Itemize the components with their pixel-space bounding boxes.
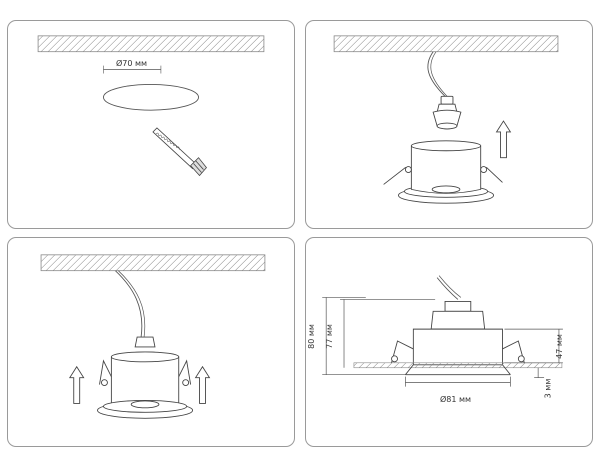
body-height-label: 77 мм: [324, 324, 334, 349]
total-height-label: 80 мм: [306, 324, 316, 349]
up-arrow-left-icon: [68, 365, 85, 404]
dimension-lines: [322, 297, 563, 387]
step-2-connect-panel: [305, 20, 593, 229]
hole-diameter-label: Ø70 мм: [116, 59, 148, 68]
drywall-saw-icon: [152, 127, 207, 177]
flange-thickness-label: 3 мм: [543, 378, 553, 399]
step-3-illustration: [40, 254, 266, 419]
step-1-cut-hole-panel: Ø70 мм: [7, 20, 295, 229]
step-3-install-panel: [7, 237, 295, 447]
up-arrow-right-icon: [194, 365, 211, 404]
dimensions-illustration: [322, 275, 563, 387]
step-1-illustration: [37, 35, 265, 177]
ceiling-slab: [333, 35, 559, 53]
power-cable: [115, 270, 143, 338]
up-arrow-icon: [495, 120, 512, 159]
downlight-fixture: [97, 336, 194, 419]
flange-diameter-label: Ø81 мм: [440, 395, 472, 404]
downlight-fixture: [383, 140, 503, 204]
power-cable: [427, 51, 446, 97]
step-4-dimensions-panel: 80 мм 77 мм 47 мм 3 мм Ø81 мм: [305, 237, 593, 447]
power-cable: [436, 277, 459, 300]
downlight-fixture: [353, 300, 563, 376]
top-height-label: 47 мм: [554, 334, 564, 359]
ceiling-hole: [103, 83, 199, 111]
ceiling-slab: [37, 35, 265, 53]
step-2-illustration: [333, 35, 559, 204]
ceiling-slab: [40, 254, 266, 272]
gu10-lamp-icon: [432, 95, 462, 130]
